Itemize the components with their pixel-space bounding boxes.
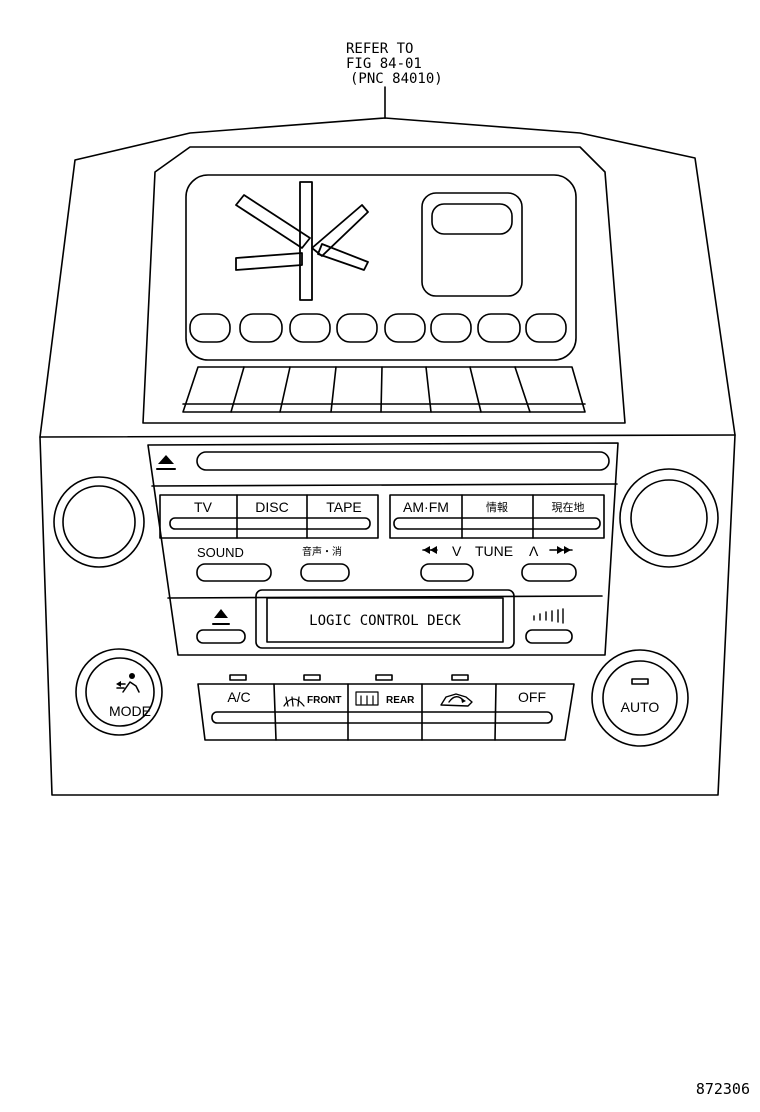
- front-defrost-indicator: [303, 674, 321, 681]
- seek-up-icon: [549, 546, 573, 554]
- display-info-window: [421, 192, 523, 297]
- info-button[interactable]: 情報: [486, 501, 508, 514]
- upper-display-bezel: [142, 146, 626, 424]
- screen-button[interactable]: [336, 313, 378, 343]
- screen-button-row: [189, 313, 567, 343]
- seek-down-icon: [422, 546, 438, 554]
- climate-button-bar: [211, 711, 553, 724]
- source-button-bar: [393, 517, 601, 530]
- source-button-bar: [169, 517, 371, 530]
- louver-vent: [182, 366, 586, 413]
- tune-up-arrow: Λ: [529, 543, 539, 559]
- recirculation-indicator: [451, 674, 469, 681]
- screen-button[interactable]: [525, 313, 567, 343]
- disc-button[interactable]: DISC: [255, 499, 288, 515]
- mode-knob[interactable]: MODE: [75, 648, 163, 736]
- display-climate-symbol: [235, 181, 369, 301]
- sound-label: SOUND: [197, 545, 244, 560]
- location-button[interactable]: 現在地: [552, 501, 585, 514]
- tape-door-outer: [255, 589, 515, 649]
- tape-door: [266, 597, 504, 643]
- mode-label: MODE: [109, 703, 151, 719]
- front-defrost-icon: [283, 696, 305, 707]
- callout-line-1: REFER TO: [346, 41, 413, 57]
- screen-button[interactable]: [430, 313, 472, 343]
- tv-button[interactable]: TV: [194, 499, 213, 515]
- panel-outer-housing: [39, 117, 736, 796]
- tape-direction-button[interactable]: [525, 629, 573, 644]
- auto-indicator: [631, 678, 649, 685]
- screen-button[interactable]: [189, 313, 231, 343]
- ac-button[interactable]: A/C: [227, 689, 250, 705]
- rear-defrost-button[interactable]: REAR: [386, 695, 415, 706]
- display-info-inner: [431, 203, 513, 235]
- auto-knob[interactable]: AUTO: [591, 649, 689, 747]
- recirculation-icon[interactable]: [440, 693, 473, 707]
- callout-reference: REFER TO FIG 84-01 (PNC 84010): [346, 41, 443, 119]
- tune-label: TUNE: [475, 543, 513, 559]
- cd-slot: [196, 451, 610, 471]
- right-tune-knob[interactable]: [619, 468, 719, 568]
- screen-button[interactable]: [384, 313, 426, 343]
- panel-divider-line: [39, 434, 736, 438]
- rear-defrost-icon: [355, 691, 379, 706]
- voice-off-label: 音声・消: [302, 545, 342, 558]
- display-screen: [185, 174, 577, 361]
- screen-button[interactable]: [477, 313, 521, 343]
- source-button-group-right: [389, 494, 605, 539]
- tape-direction-icon: [533, 608, 564, 624]
- tune-down-arrow: V: [452, 543, 462, 559]
- screen-button[interactable]: [239, 313, 283, 343]
- ac-indicator: [229, 674, 247, 681]
- logic-control-deck-label: LOGIC CONTROL DECK: [309, 613, 461, 629]
- source-button-group-left: [159, 494, 379, 539]
- auto-label: AUTO: [621, 699, 660, 715]
- callout-line-2: FIG 84-01: [346, 56, 422, 72]
- tune-down-button[interactable]: [420, 563, 474, 582]
- tape-button[interactable]: TAPE: [326, 499, 362, 515]
- left-volume-knob[interactable]: [53, 476, 145, 568]
- air-mode-icon: [116, 673, 140, 693]
- front-defrost-button[interactable]: FRONT: [307, 695, 341, 706]
- audio-unit: TV DISC TAPE AM·FM 情報 現在地 SOUND 音声・消 V T…: [147, 442, 619, 656]
- cd-eject-button[interactable]: [156, 455, 176, 470]
- rear-defrost-indicator: [375, 674, 393, 681]
- tape-eject-button[interactable]: [196, 609, 246, 644]
- voice-off-button[interactable]: [300, 563, 350, 582]
- sound-button[interactable]: [196, 563, 272, 582]
- amfm-button[interactable]: AM·FM: [403, 499, 449, 515]
- callout-line-3: (PNC 84010): [350, 71, 443, 87]
- off-button[interactable]: OFF: [518, 689, 546, 705]
- figure-number: 872306: [696, 1080, 750, 1098]
- tune-up-button[interactable]: [521, 563, 577, 582]
- climate-unit: A/C FRONT REAR OFF: [75, 648, 689, 747]
- screen-button[interactable]: [289, 313, 331, 343]
